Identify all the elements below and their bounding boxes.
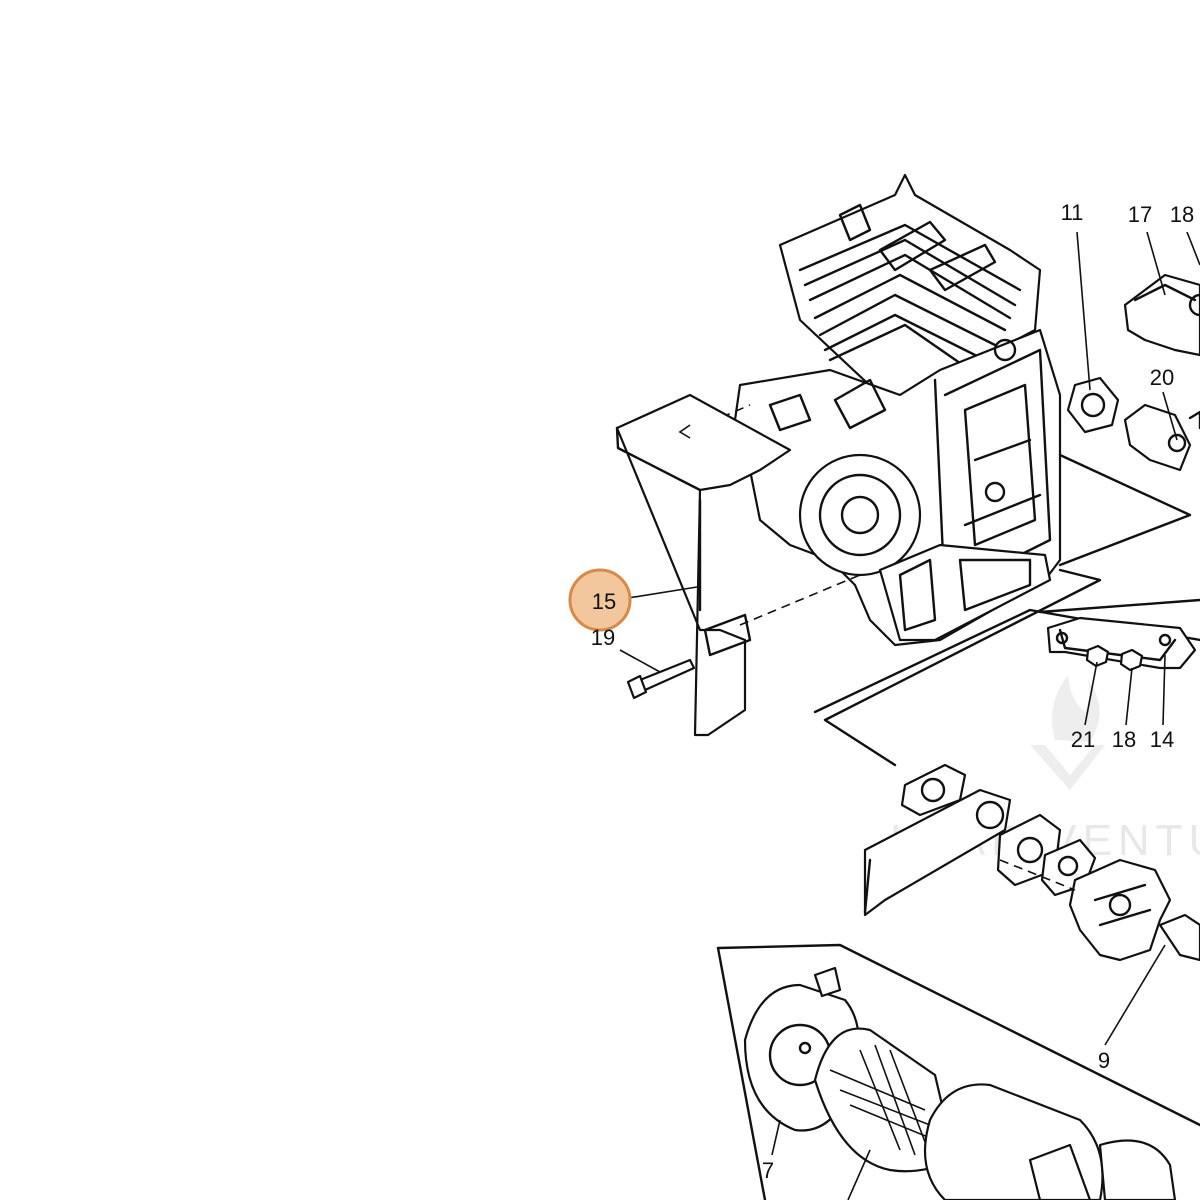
flame-v-logo (1030, 675, 1105, 790)
part-20-elbow (1123, 403, 1200, 472)
air-filter-assembly (716, 943, 1200, 1200)
callout-11[interactable]: 11 (1061, 200, 1084, 225)
callout-18-top[interactable]: 18 (1170, 202, 1194, 227)
callout-7[interactable]: 7 (762, 1158, 774, 1183)
leader-lines (619, 231, 1200, 1200)
callout-19[interactable]: 19 (591, 625, 615, 650)
engine-block (733, 173, 1062, 647)
highlight-circle (568, 568, 632, 632)
part-17-cover (1123, 273, 1200, 357)
callout-20[interactable]: 20 (1150, 365, 1174, 390)
part-11-gasket (1066, 376, 1120, 434)
part-14-bracket (1046, 616, 1197, 672)
callout-21[interactable]: 21 (1071, 727, 1095, 752)
callout-14[interactable]: 14 (1150, 727, 1174, 752)
callout-17[interactable]: 17 (1128, 202, 1152, 227)
callout-9[interactable]: 9 (1098, 1048, 1110, 1073)
part-19-bolt (626, 658, 696, 700)
callout-15-label: 15 (592, 589, 616, 614)
part-15-shroud (615, 393, 792, 737)
callout-labels: 11 17 18 20 19 21 18 14 9 7 (591, 200, 1194, 1183)
intake-assembly (863, 763, 1200, 962)
callout-15-highlighted[interactable]: 15 (568, 568, 632, 632)
callout-18-bottom[interactable]: 18 (1112, 727, 1136, 752)
